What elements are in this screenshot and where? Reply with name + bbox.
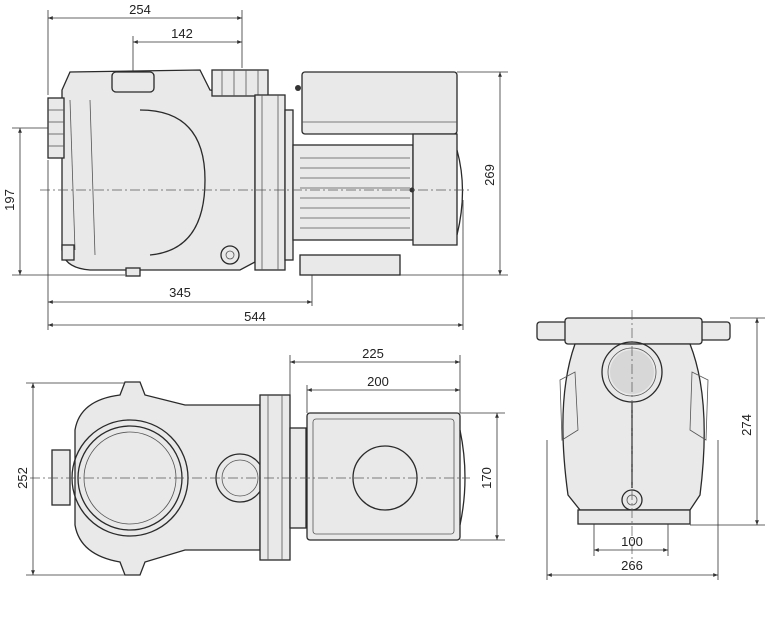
dimension-label-345: 345: [169, 285, 191, 300]
dimension-label-142: 142: [171, 26, 193, 41]
front-view: 274 100 266: [536, 310, 765, 580]
dimension-170: 170: [460, 412, 505, 541]
pump-housing: [47, 69, 269, 277]
dimension-label-269: 269: [482, 164, 497, 186]
dimension-label-200: 200: [367, 374, 389, 389]
motor: [292, 71, 464, 276]
dimension-197: 197: [2, 127, 125, 276]
dimension-345: 345: [47, 160, 313, 330]
dimension-label-225: 225: [362, 346, 384, 361]
dimension-label-544: 544: [244, 309, 266, 324]
dimension-200: 200: [306, 374, 460, 413]
dimension-225: 225: [289, 346, 461, 413]
dimension-252: 252: [15, 382, 125, 576]
dimension-100: 100: [593, 524, 669, 556]
dimension-label-170: 170: [479, 467, 494, 489]
dimension-269: 269: [400, 71, 508, 276]
dimension-274: 274: [690, 317, 765, 526]
dimension-142: 142: [132, 26, 242, 72]
dimension-label-266: 266: [621, 558, 643, 573]
side-view: 254 142 197 269 345 544: [2, 2, 508, 330]
dimension-266: 266: [546, 440, 719, 580]
dimension-label-254: 254: [129, 2, 151, 17]
top-view: 225 200 252 170: [15, 346, 505, 576]
dimension-label-100: 100: [621, 534, 643, 549]
dimension-label-274: 274: [739, 414, 754, 436]
flange: [254, 94, 294, 271]
dimension-254: 254: [47, 2, 243, 95]
dimension-544: 544: [48, 200, 464, 330]
dimension-label-197: 197: [2, 189, 17, 211]
dimension-label-252: 252: [15, 467, 30, 489]
